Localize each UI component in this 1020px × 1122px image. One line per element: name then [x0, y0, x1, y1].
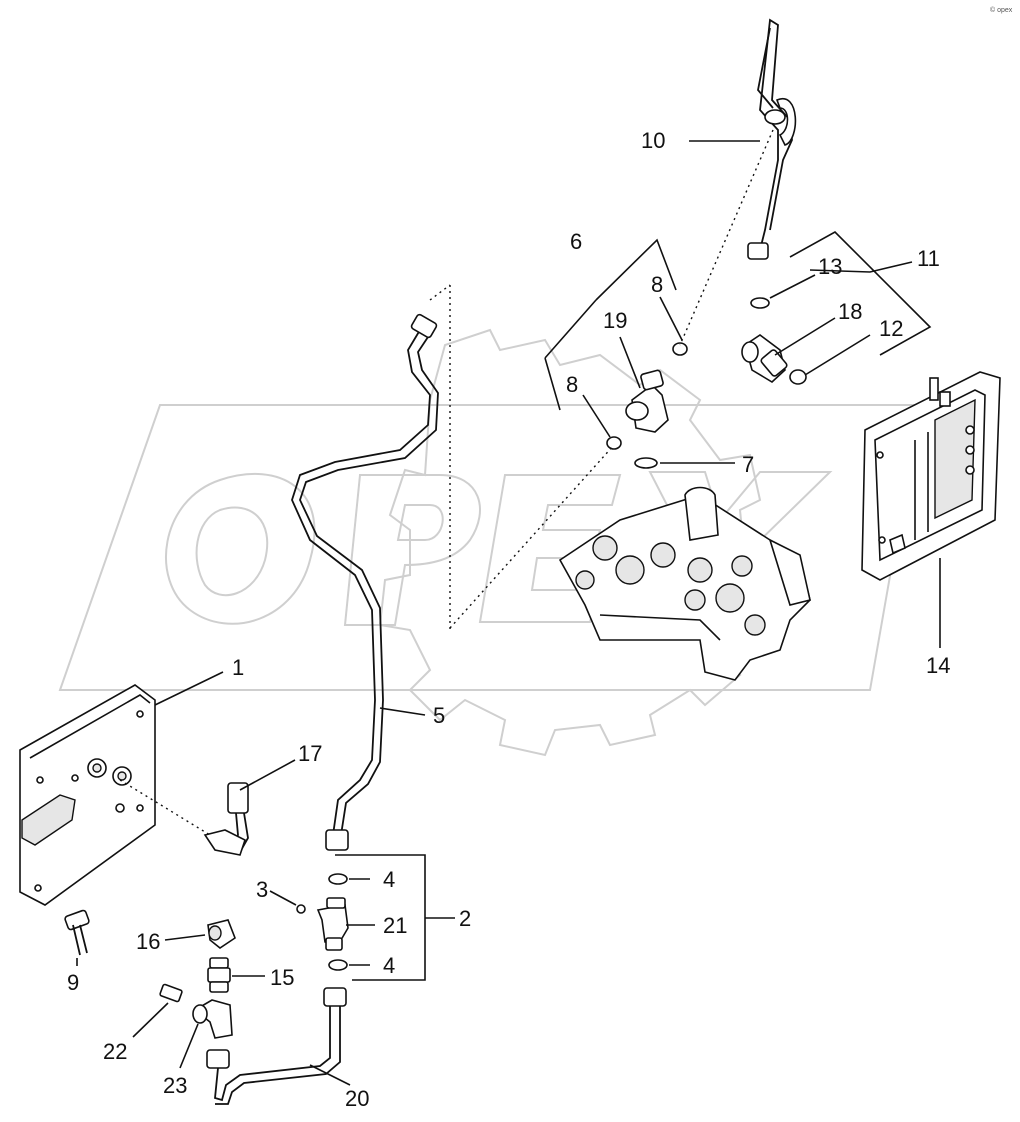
callout-3: 3: [256, 877, 268, 902]
fitting-part-22: [159, 983, 183, 1003]
callout-23: 23: [163, 1073, 187, 1098]
callout-22: 22: [103, 1039, 127, 1064]
o-ring-part-4-upper: [328, 873, 348, 885]
callout-19: 19: [603, 308, 627, 333]
callout-16: 16: [136, 929, 160, 954]
watermark-letter-p: [343, 474, 481, 626]
tube-part-20: [206, 987, 347, 1105]
o-ring-part-4-lower: [328, 959, 348, 971]
tee-fitting-part-19: [625, 369, 669, 433]
callout-5: 5: [433, 703, 445, 728]
callout-2: 2: [459, 906, 471, 931]
callout-14: 14: [926, 653, 950, 678]
opex-watermark: © opex: [58, 6, 1013, 757]
callout-15: 15: [270, 965, 294, 990]
adapter-part-15: [207, 957, 231, 993]
watermark-plate: [58, 404, 922, 691]
corner-watermark: © opex: [990, 6, 1013, 14]
tube-part-10: [747, 18, 797, 260]
callout-17: 17: [298, 741, 322, 766]
assembly-lines: [119, 129, 774, 836]
callout-1: 1: [232, 655, 244, 680]
callout-18: 18: [838, 299, 862, 324]
callout-21: 21: [383, 913, 407, 938]
callout-8-lower: 8: [566, 372, 578, 397]
cover-plate-part-1: [19, 684, 156, 906]
o-ring-part-13: [750, 297, 770, 309]
o-ring-part-8-upper: [672, 342, 688, 356]
sensor-part-17: [203, 782, 249, 856]
o-ring-part-7: [634, 457, 658, 469]
callout-13: 13: [818, 254, 842, 279]
o-ring-part-8-lower: [606, 436, 622, 450]
callout-9: 9: [67, 970, 79, 995]
control-valve: [558, 486, 811, 681]
callout-6: 6: [570, 229, 582, 254]
callout-4-lower: 4: [383, 953, 395, 978]
watermark-letter-o: [165, 472, 316, 625]
leader-lines: [76, 140, 941, 1086]
callout-20: 20: [345, 1086, 369, 1111]
elbow-fitting-part-18: [741, 334, 788, 383]
callout-4-upper: 4: [383, 867, 395, 892]
bolt-part-9: [64, 909, 90, 956]
o-ring-part-12: [789, 369, 807, 385]
callout-8-upper: 8: [651, 272, 663, 297]
tee-fitting-part-21: [316, 897, 349, 951]
mounting-frame-part-14: [861, 371, 1001, 581]
callout-11: 11: [917, 246, 940, 271]
tube-part-5: [291, 313, 439, 851]
callout-12: 12: [879, 316, 903, 341]
callout-labels: 1 2 3 4 4 5 6 7 8 8 9 10 11 12 13 14 15 …: [67, 128, 950, 1111]
elbow-fitting-part-23: [192, 999, 233, 1039]
callout-10: 10: [641, 128, 665, 153]
callout-7: 7: [742, 452, 754, 477]
o-ring-part-3: [296, 904, 306, 914]
plug-part-16: [207, 919, 236, 949]
